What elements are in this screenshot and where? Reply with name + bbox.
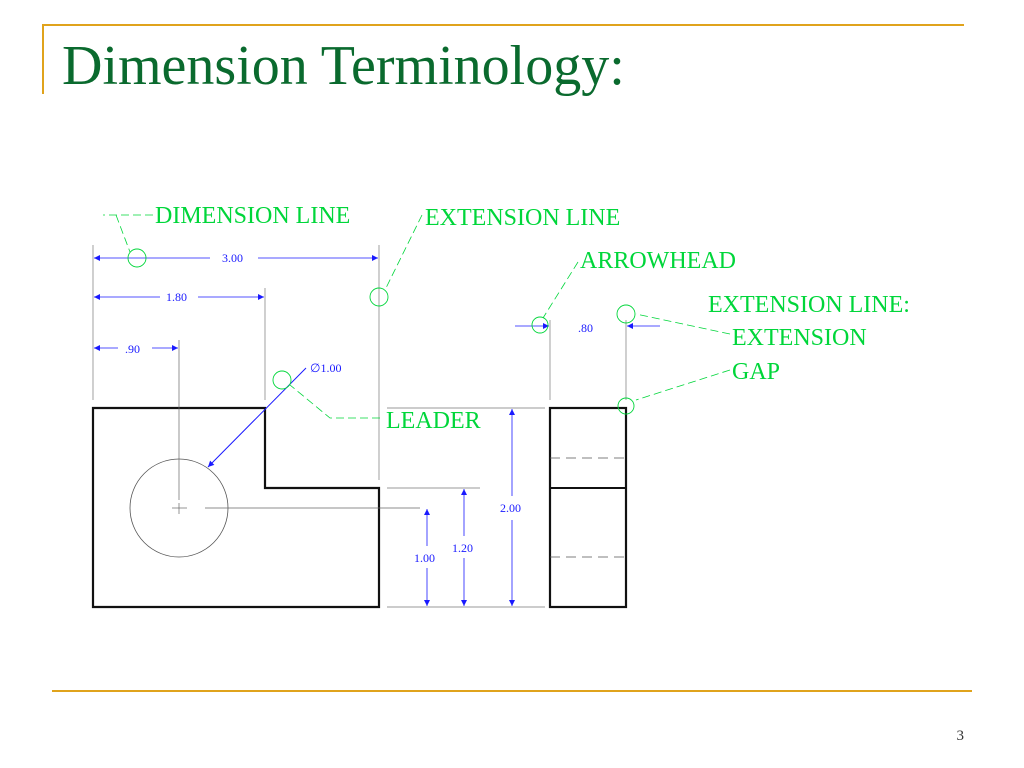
dim-text-hole-center-height: 1.00 (414, 551, 435, 565)
label-arrowhead: ARROWHEAD (580, 248, 736, 274)
callout-circle-gap-top (616, 304, 636, 324)
dim-text-step-height: 1.20 (452, 541, 473, 555)
label-extension-line: EXTENSION LINE (425, 205, 620, 231)
dim-text-hole-center: .90 (125, 342, 140, 356)
callout-circle-arrowhead (531, 316, 549, 334)
label-leader: LEADER (386, 408, 481, 434)
callout-leader-gap-bottom (635, 369, 731, 401)
callout-leader-dimension-line (103, 214, 153, 253)
callout-leader-gap-top (635, 313, 731, 335)
page-number: 3 (956, 728, 965, 744)
side-view-outline (548, 406, 628, 609)
footer-rule (52, 690, 972, 692)
callout-circle-leader (272, 370, 292, 390)
dim-text-overall-height: 2.00 (500, 501, 521, 515)
callout-circle-extension-line (369, 287, 389, 307)
title-left-rule (42, 24, 44, 94)
callout-leader-arrowhead (542, 261, 579, 319)
callout-leader-extension-line (384, 214, 423, 291)
label-dimension-line: DIMENSION LINE (155, 203, 350, 229)
hole-leader (207, 367, 307, 468)
dim-text-overall-width: 3.00 (222, 251, 243, 265)
front-view-outline (91, 406, 381, 609)
dim-text-side-width: .80 (578, 321, 593, 335)
dim-text-hole-diameter: ∅1.00 (310, 361, 341, 375)
title-top-rule (42, 24, 964, 26)
slide-title: Dimension Terminology: (62, 35, 625, 97)
callout-leader-leader (289, 384, 380, 419)
label-extension-line-gap-3: GAP (732, 359, 780, 385)
callout-circle-dimension-line (127, 248, 147, 268)
dim-text-step-width: 1.80 (166, 290, 187, 304)
callout-circle-gap-bottom (617, 397, 635, 415)
label-extension-line-gap-2: EXTENSION (732, 325, 867, 351)
label-extension-line-gap-1: EXTENSION LINE: (708, 292, 910, 318)
